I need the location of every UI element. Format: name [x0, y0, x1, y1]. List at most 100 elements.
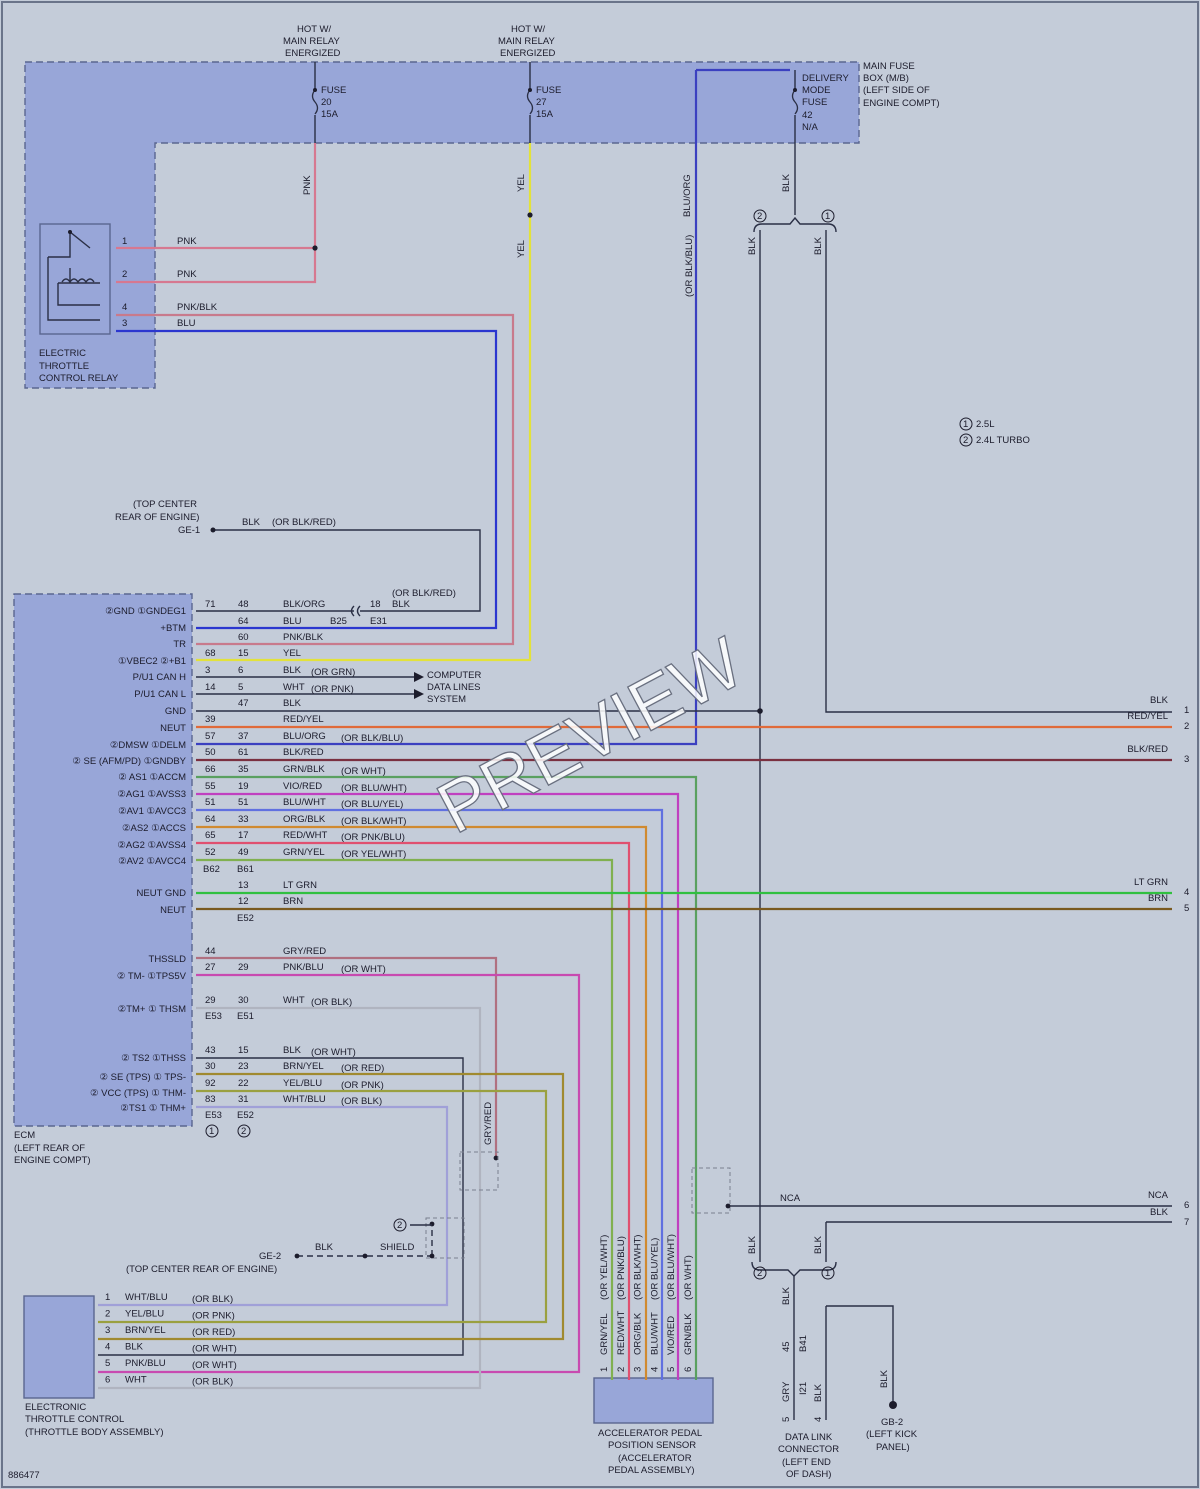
relay-pin4-color: PNK/BLK — [177, 302, 218, 313]
branch-top-2: 2 — [757, 211, 762, 222]
ecm-wire-pin-a: 57 — [205, 731, 216, 742]
conn-e53b: E53 — [205, 1110, 222, 1121]
hot2-l3: ENERGIZED — [500, 48, 556, 59]
ecm-wire-pin-a: 66 — [205, 764, 216, 775]
gb2-caption-1: GB-2 — [881, 1417, 903, 1428]
ecm-wire-pin-a: 30 — [205, 1061, 216, 1072]
ecm-pin-label: ②GND ①GNDEG1 — [105, 606, 186, 617]
ecm-wire-alt-color: (OR GRN) — [311, 667, 355, 678]
vlabel-blk-dlc: BLK — [781, 1286, 792, 1305]
ecm-pin-label: ②AS2 ①ACCS — [122, 823, 186, 834]
etc-pin: 4 — [105, 1342, 110, 1353]
ecm-pin-label: NEUT GND — [137, 888, 187, 899]
dlc-b41: B41 — [798, 1335, 809, 1352]
relay-pin2-color: PNK — [177, 269, 197, 280]
ecm-caption-1: ECM — [14, 1130, 35, 1141]
ecm-wire-pin-b: 12 — [238, 896, 249, 907]
dlc-labels: 45 B41 I21 GRY 5 BLK 4 DATA LINK CONNECT… — [778, 1335, 839, 1480]
fuse20-l3: 15A — [321, 109, 339, 120]
relay-internal-icon — [47, 230, 100, 321]
right-wire-color: BLK/RED — [1127, 744, 1168, 755]
ecm-pin-label: ②AG2 ①AVSS4 — [117, 840, 186, 851]
conn-orblkred: (OR BLK/RED) — [392, 588, 456, 599]
ground-ge1: (TOP CENTER REAR OF ENGINE) GE-1 BLK (OR… — [115, 499, 481, 617]
computer-l2: DATA LINES — [427, 682, 481, 693]
ecm-box — [13, 593, 193, 1127]
legend-2-5l: 2.5L — [976, 419, 995, 430]
ecm-pin-label: ② SE (AFM/PD) ①GNDBY — [72, 756, 186, 767]
ecm-pin-label: ②AV1 ①AVCC3 — [118, 806, 186, 817]
ecm-wire-alt-color: (OR BLK/BLU) — [341, 733, 403, 744]
apps-caption-3: (ACCELERATOR — [618, 1453, 692, 1464]
ecm-wire-color: GRN/YEL — [283, 847, 325, 858]
fuse42-l5: N/A — [802, 122, 819, 133]
ecm-wire-color: BLK/RED — [283, 747, 324, 758]
etc-labels: ELECTRONIC THROTTLE CONTROL (THROTTLE BO… — [25, 1402, 163, 1438]
ecm-wire-alt-color: (OR PNK/BLU) — [341, 832, 405, 843]
fuse27-l1: FUSE — [536, 85, 561, 96]
ecm-pin-label: ①VBEC2 ②+B1 — [118, 656, 186, 667]
apps-caption: ACCELERATOR PEDAL POSITION SENSOR (ACCEL… — [598, 1428, 702, 1476]
ecm-wire-pin-a: 92 — [205, 1078, 216, 1089]
etc-pin-color: BLK — [125, 1342, 144, 1353]
main-fuse-box — [24, 61, 860, 389]
apps-pin-alt: (OR BLU/WHT) — [666, 1234, 677, 1300]
ecm-wire-group — [98, 672, 1172, 1390]
ground1-id: GE-1 — [178, 525, 200, 536]
fuse27-l2: 27 — [536, 97, 547, 108]
ecm-wire-pin-b: 15 — [238, 1045, 249, 1056]
ecm-pin-label: ② TS2 ①THSS — [121, 1053, 186, 1064]
right-wire-color: RED/YEL — [1127, 711, 1168, 722]
relay-pin1: 1 — [122, 236, 127, 247]
mainbox-l3: (LEFT SIDE OF — [863, 85, 930, 96]
variant-legend: 1 2.5L 2 2.4L TURBO — [959, 417, 1030, 447]
ecm-wire-pin-b: 33 — [238, 814, 249, 825]
fuse20-l1: FUSE — [321, 85, 346, 96]
etc-pin-alt: (OR WHT) — [192, 1344, 237, 1355]
ecm-pin-label: P/U1 CAN L — [134, 689, 186, 700]
ecm-wire-color: BRN — [283, 896, 303, 907]
right-wire-color: BLK — [1150, 1207, 1169, 1218]
apps-pin-alt: (OR YEL/WHT) — [599, 1235, 610, 1300]
ecm-pin-label: THSSLD — [149, 954, 187, 965]
apps-pin-alt: (OR BLK/WHT) — [633, 1235, 644, 1300]
etc-pin-alt: (OR PNK) — [192, 1311, 235, 1322]
ground1-loc-2: REAR OF ENGINE) — [115, 512, 199, 523]
conn-blk18: BLK — [392, 599, 411, 610]
ecm-caption: ECM (LEFT REAR OF ENGINE COMPT) — [14, 1130, 91, 1166]
apps-caption-2: POSITION SENSOR — [608, 1440, 696, 1451]
ecm-caption-3: ENGINE COMPT) — [14, 1155, 91, 1166]
ecm-wire-color: GRY/RED — [283, 946, 326, 957]
etc-caption-2: THROTTLE CONTROL — [25, 1414, 124, 1425]
ecm-pin-label: ②DMSW ①DELM — [110, 740, 186, 751]
hot2-l1: HOT W/ — [511, 24, 545, 35]
ecm-wire-pin-b: 19 — [238, 781, 249, 792]
etc-pin-alt: (OR BLK) — [192, 1294, 233, 1305]
conn-e31: E31 — [370, 616, 387, 627]
ecm-wire-pin-a: 71 — [205, 599, 216, 610]
ecm-wire-pin-a: 51 — [205, 797, 216, 808]
ecm-wire-color: PNK/BLK — [283, 632, 324, 643]
vlabel-blk-bottom-left: BLK — [747, 1235, 758, 1254]
ecm-wire-color: BLK — [283, 698, 302, 709]
ge2-loc: (TOP CENTER REAR OF ENGINE) — [126, 1264, 277, 1275]
etc-pin-color: PNK/BLU — [125, 1358, 166, 1369]
ecm-wire-pin-b: 35 — [238, 764, 249, 775]
ecm-wire-alt-color: (OR WHT) — [311, 1047, 356, 1058]
ecm-wire-color: RED/WHT — [283, 830, 328, 841]
ecm-wire-pin-a: 44 — [205, 946, 216, 957]
vlabel-blk-bottom-right: BLK — [813, 1235, 824, 1254]
ecm-wire-pin-a: 43 — [205, 1045, 216, 1056]
computer-data-lines: COMPUTER DATA LINES SYSTEM — [427, 670, 482, 705]
conn-e52b: E52 — [237, 1110, 254, 1121]
ecm-wire-pin-b: 60 — [238, 632, 249, 643]
conn-e53a: E53 — [205, 1011, 222, 1022]
computer-l3: SYSTEM — [427, 694, 466, 705]
right-connector-pin: 3 — [1184, 754, 1189, 765]
ecm-wire-alt-color: (OR RED) — [341, 1063, 384, 1074]
conn-pin18: 18 — [370, 599, 381, 610]
relay-pin3-color: BLU — [177, 318, 196, 329]
ground1-wire: BLK — [242, 517, 261, 528]
hot1-l2: MAIN RELAY — [283, 36, 341, 47]
